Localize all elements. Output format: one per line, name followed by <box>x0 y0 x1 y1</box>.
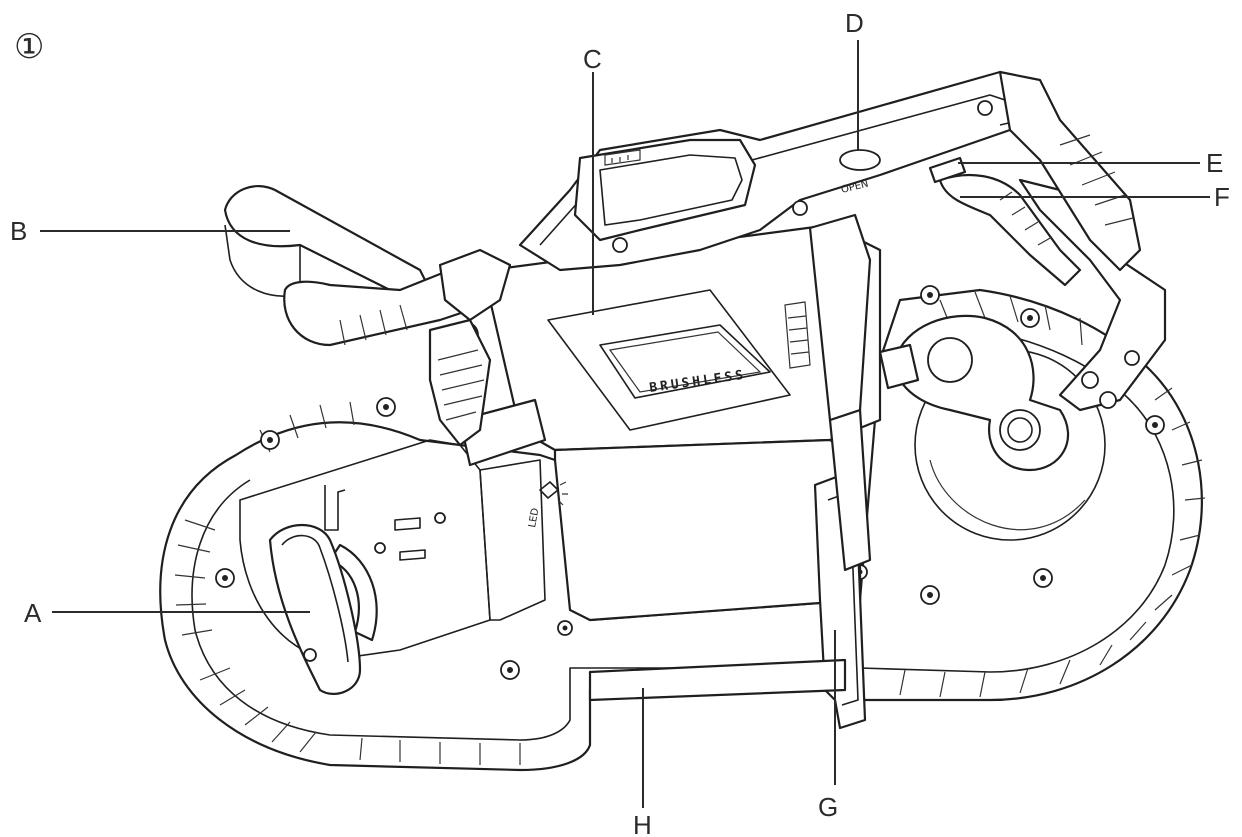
left-pin <box>374 542 386 554</box>
callout-lines <box>40 40 1210 808</box>
callout-g: G <box>818 792 838 822</box>
left-bracket <box>324 485 346 531</box>
blade <box>588 658 847 702</box>
lever-pivot <box>303 648 317 662</box>
label-plate <box>547 289 791 431</box>
band-saw-illustration: BRUSHLESS LED <box>159 70 1206 772</box>
speed-lever <box>268 523 362 695</box>
callout-h: H <box>633 810 652 837</box>
left-pin-2 <box>434 512 446 524</box>
arm-screw-1 <box>1081 371 1099 389</box>
figure-number: ① <box>14 28 44 66</box>
handle-screw-2 <box>792 200 808 216</box>
hanger-ribs <box>339 304 408 346</box>
frame-outer <box>159 288 1203 772</box>
handle-grip-ribs <box>1059 134 1134 226</box>
lock-off-button <box>928 156 967 184</box>
left-slot <box>394 517 426 561</box>
callout-f: F <box>1214 182 1230 212</box>
led-marking: LED <box>527 481 568 529</box>
callout-a: A <box>24 598 42 628</box>
tension-knob <box>878 343 920 390</box>
motor-housing-lower <box>553 438 862 622</box>
speed-lever-inner <box>281 534 349 663</box>
right-strut <box>808 213 872 422</box>
hanger-bracket-fins <box>437 349 485 421</box>
led-text: LED <box>527 507 541 528</box>
arm-screw-2 <box>1099 391 1117 409</box>
label-window <box>599 324 771 399</box>
latch-block <box>573 138 757 242</box>
latch-teeth <box>604 149 641 166</box>
hanger-bracket <box>428 318 492 447</box>
trigger <box>938 173 1082 287</box>
callout-e: E <box>1206 148 1223 178</box>
tension-hub-1 <box>927 337 973 383</box>
callout-d: D <box>845 8 864 38</box>
side-vent <box>784 301 811 369</box>
hanger-hook <box>223 185 432 302</box>
callout-c: C <box>583 44 602 74</box>
latch-block-inner <box>599 154 743 226</box>
handle-grip-frame <box>998 70 1142 272</box>
lever-arc-guide <box>328 543 378 642</box>
frame-inner <box>191 329 1175 741</box>
right-wheel-arc <box>929 459 1086 531</box>
tension-hub-2-inner <box>1007 417 1033 443</box>
tension-hub-2 <box>999 409 1041 451</box>
arm-screw-3 <box>1124 350 1140 366</box>
open-latch <box>839 149 881 171</box>
latch-screw <box>612 237 628 253</box>
hanger-pivot <box>438 248 512 322</box>
label-window-inner <box>608 331 762 393</box>
handle-screw-1 <box>977 100 993 116</box>
blade-guide-left <box>479 459 546 621</box>
callout-b: B <box>10 216 27 246</box>
callout-labels: A B C D E F G H <box>10 8 1230 837</box>
